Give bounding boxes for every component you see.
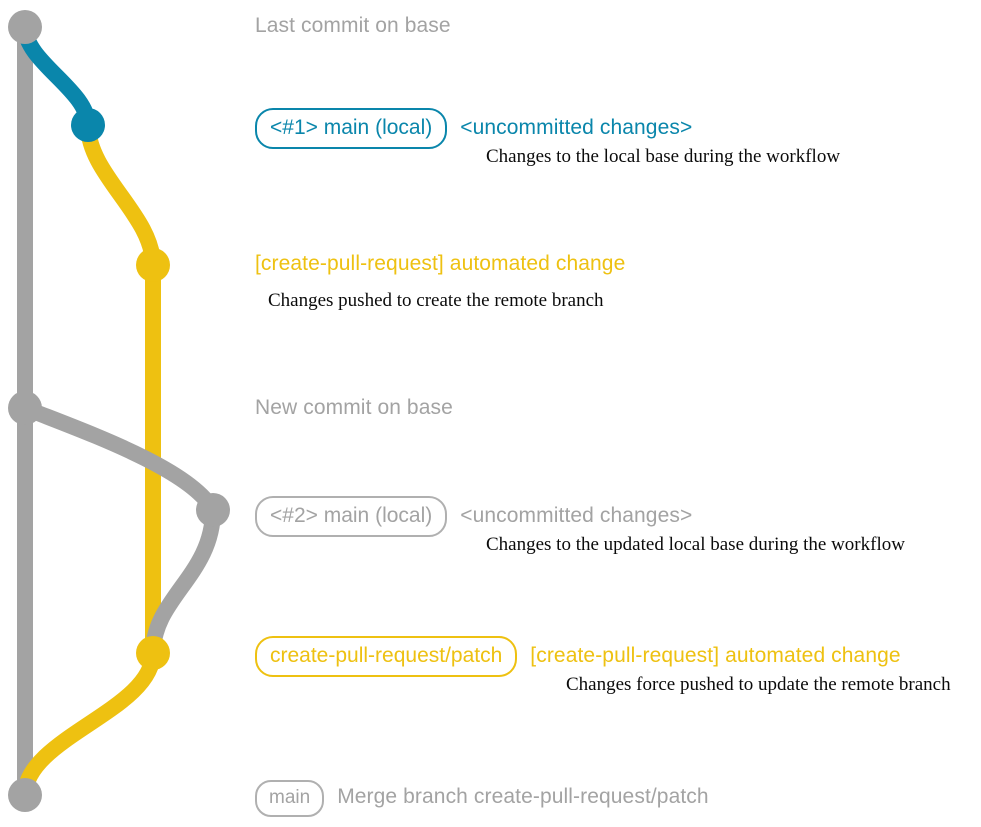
commit-subject-local-2: <uncommitted changes> — [460, 504, 693, 527]
commit-node-merge — [8, 778, 42, 812]
entry-merge: main Merge branch create-pull-request/pa… — [255, 780, 709, 817]
branch-line-remote-merge — [17, 645, 161, 803]
headline-last-commit-on-base: Last commit on base — [255, 14, 451, 37]
branch-line-local-updated — [17, 400, 221, 518]
commit-node-local-1 — [71, 108, 105, 142]
entry-remote-1: [create-pull-request] automated change — [255, 252, 625, 276]
branch-line-remote — [80, 117, 161, 661]
commit-node-base-last — [8, 10, 42, 44]
commit-subject-merge: Merge branch create-pull-request/patch — [337, 785, 709, 808]
branch-line-local — [17, 19, 96, 133]
headline-new-commit-on-base: New commit on base — [255, 396, 453, 419]
commit-subject-remote-1: [create-pull-request] automated change — [255, 252, 626, 275]
commit-node-remote-1 — [136, 248, 170, 282]
ref-badge-main-local-1[interactable]: <#1> main (local) — [255, 108, 448, 149]
ref-badge-main[interactable]: main — [255, 780, 325, 817]
commit-description-remote-1: Changes pushed to create the remote bran… — [268, 290, 604, 311]
commit-description-local-2: Changes to the updated local base during… — [486, 534, 905, 555]
branch-line-local-updated-merge — [145, 502, 221, 661]
commit-node-remote-2 — [136, 636, 170, 670]
commit-description-local-1: Changes to the local base during the wor… — [486, 146, 841, 167]
commit-node-base-new — [8, 391, 42, 425]
ref-badge-create-pull-request-patch[interactable]: create-pull-request/patch — [255, 636, 518, 677]
commit-description-remote-2: Changes force pushed to update the remot… — [566, 674, 951, 695]
commit-subject-local-1: <uncommitted changes> — [460, 116, 693, 139]
commit-subject-remote-2: [create-pull-request] automated change — [530, 644, 901, 667]
commit-node-local-2 — [196, 493, 230, 527]
entry-local-1: <#1> main (local) <uncommitted changes> — [255, 108, 692, 149]
entry-local-2: <#2> main (local) <uncommitted changes> — [255, 496, 692, 537]
ref-badge-main-local-2[interactable]: <#2> main (local) — [255, 496, 448, 537]
entry-remote-2: create-pull-request/patch [create-pull-r… — [255, 636, 901, 677]
